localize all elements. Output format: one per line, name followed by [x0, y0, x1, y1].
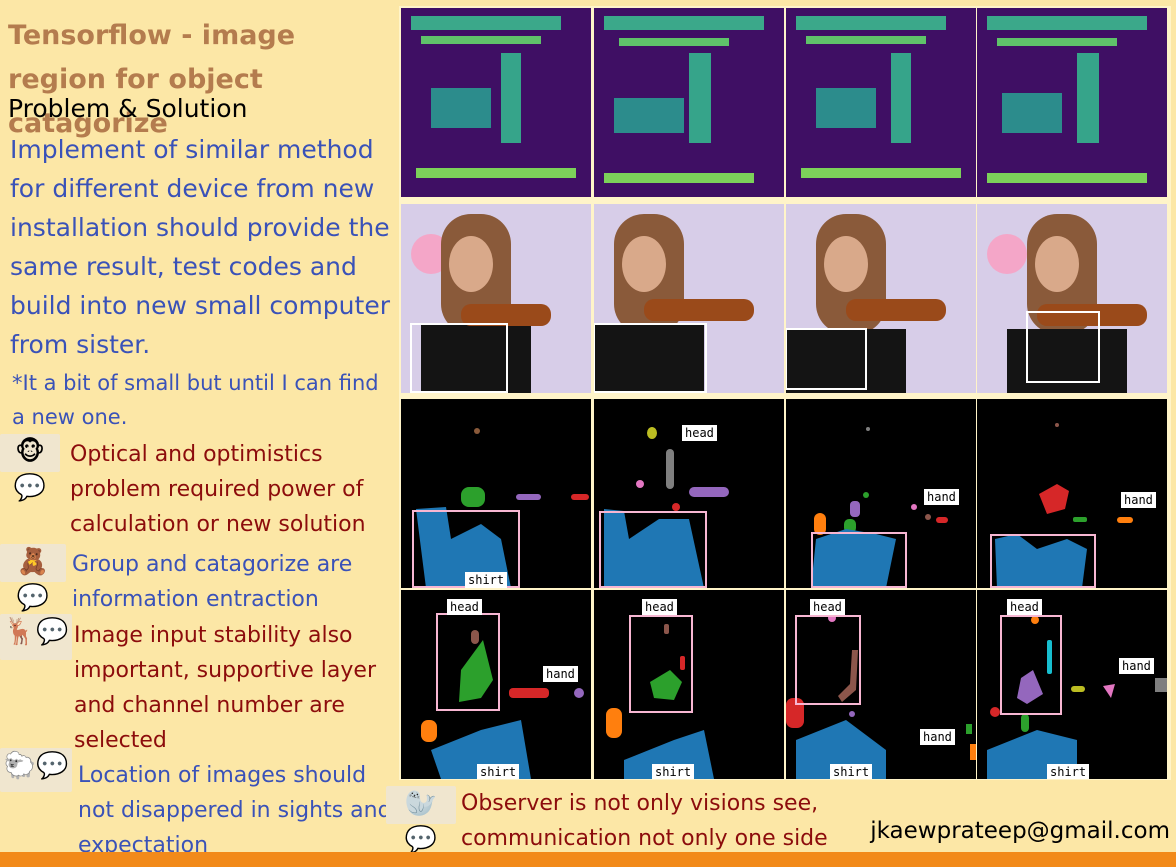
deer-speech-icon: 🦌💬: [0, 614, 72, 660]
video-frame-3: [786, 204, 976, 393]
segmentation-4: hand: [977, 399, 1167, 588]
heatmap-3: [786, 8, 976, 197]
point-2-text: Group and catagorize are information ent…: [72, 552, 353, 612]
segmentation-3: hand: [786, 399, 976, 588]
video-frame-2: [594, 204, 784, 393]
bottom-accent-bar: [0, 852, 1176, 867]
bear-speech-icon: 🧸 💬: [0, 544, 66, 613]
heatmap-1: [401, 8, 591, 197]
subtitle: Problem & Solution: [8, 94, 248, 123]
body-paragraph: Implement of similar method for differen…: [10, 135, 390, 359]
video-frame-4: [977, 204, 1167, 393]
label-head: head: [642, 599, 677, 615]
label-head: head: [447, 599, 482, 615]
segmentation-7: head hand shirt: [786, 590, 976, 779]
label-head: head: [810, 599, 845, 615]
monkey-speech-icon: 🐵💬: [0, 434, 60, 503]
label-hand: hand: [1119, 658, 1154, 674]
page-title: Tensorflow - image region for object cat…: [8, 20, 296, 139]
video-frame-1: [401, 204, 591, 393]
point-1-text: Optical and optimistics problem required…: [70, 442, 366, 537]
point-4-text: Location of images should not disappered…: [78, 763, 392, 858]
segmentation-2: head: [594, 399, 784, 588]
seal-speech-icon: 🦭 💬: [386, 786, 456, 855]
sheep-speech-icon: 🐑💬: [0, 748, 72, 792]
note-text: *It a bit of small but until I can find …: [12, 371, 379, 429]
label-hand: hand: [1121, 492, 1156, 508]
observer-text: Observer is not only visions see, commun…: [461, 791, 828, 851]
label-shirt: shirt: [477, 764, 520, 779]
segmentation-8: head hand shirt: [977, 590, 1167, 779]
label-shirt: shirt: [465, 572, 508, 588]
label-hand: hand: [543, 666, 578, 682]
point-3-text: Image input stability also important, su…: [74, 623, 376, 753]
label-hand: hand: [920, 729, 955, 745]
email-text: jkaewprateep@gmail.com: [870, 818, 1170, 844]
label-head: head: [1007, 599, 1042, 615]
label-shirt: shirt: [652, 764, 695, 779]
heatmap-4: [977, 8, 1167, 197]
segmentation-5: head hand shirt: [401, 590, 591, 779]
heatmap-2: [594, 8, 784, 197]
image-grid: shirt head hand hand head hand shirt hea…: [399, 6, 1171, 780]
segmentation-1: shirt: [401, 399, 591, 588]
label-shirt: shirt: [830, 764, 873, 779]
label-shirt: shirt: [1047, 764, 1090, 779]
label-hand: hand: [924, 489, 959, 505]
label-head: head: [682, 425, 717, 441]
segmentation-6: head shirt: [594, 590, 784, 779]
